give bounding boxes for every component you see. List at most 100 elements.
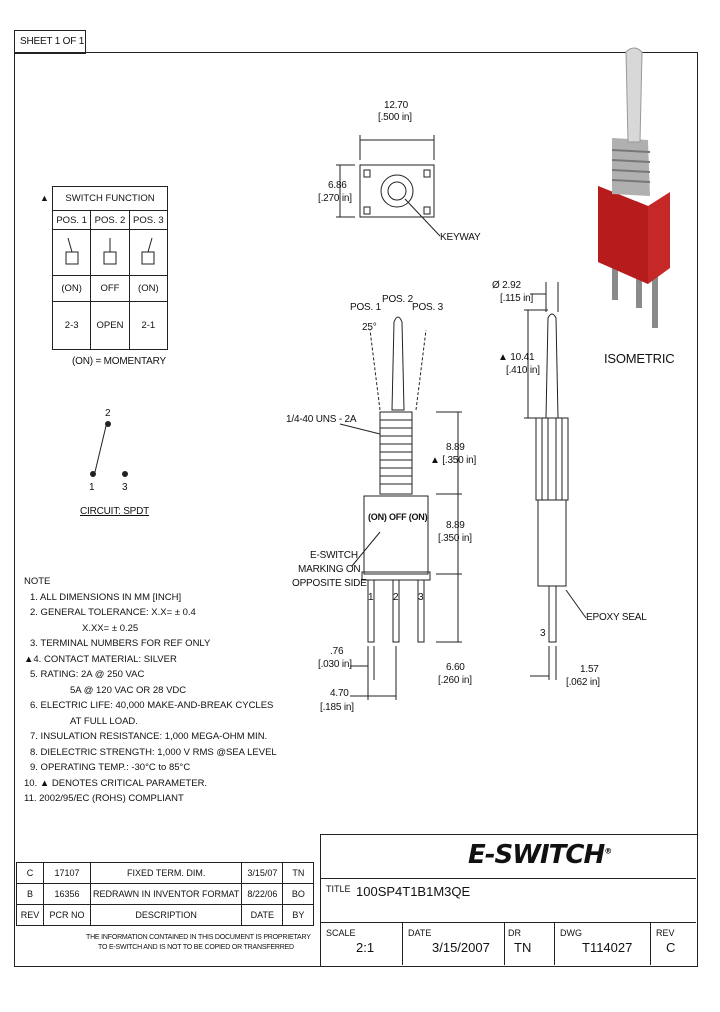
note-line: 2. GENERAL TOLERANCE: X.X= ± 0.4 — [30, 607, 196, 618]
sheet-label: SHEET 1 OF 1 — [20, 36, 85, 47]
notes-block: NOTE 1. ALL DIMENSIONS IN MM [INCH] 2. G… — [24, 574, 277, 807]
marking-line-2: MARKING ON — [298, 564, 361, 575]
critical-marker: ▲ — [40, 193, 49, 203]
revision-table: C 17107 FIXED TERM. DIM. 3/15/07 TN B 16… — [16, 862, 315, 926]
side-body — [537, 499, 567, 587]
drawn-by-label: DR — [508, 928, 521, 938]
rev-cell: B — [16, 883, 44, 905]
date-cell: 8/22/06 — [241, 883, 284, 905]
note-line: 1. ALL DIMENSIONS IN MM [INCH] — [30, 591, 182, 603]
epoxy-seal-label: EPOXY SEAL — [586, 612, 647, 623]
note-line: 5A @ 120 VAC OR 28 VDC — [70, 684, 187, 696]
by-cell: BO — [282, 883, 315, 905]
pin-len-mm: 6.60 — [446, 662, 465, 673]
revision-row: B 16356 REDRAWN IN INVENTOR FORMAT 8/22/… — [16, 883, 315, 905]
critical-marker: ▲ — [430, 455, 443, 466]
title-block — [320, 834, 698, 967]
top-height-in: [.270 in] — [318, 193, 352, 204]
pos-1-label: POS. 1 — [350, 302, 382, 313]
note-line: 10. ▲ DENOTES CRITICAL PARAMETER. — [24, 777, 208, 789]
by-cell: TN — [282, 862, 315, 884]
circuit-terminal-2: 2 — [105, 408, 111, 419]
disclaimer-line-1: THE INFORMATION CONTAINED IN THIS DOCUME… — [86, 934, 311, 941]
pcr-cell: 16356 — [43, 883, 91, 905]
logo-registered-mark: ® — [604, 846, 612, 856]
body-printed-text: (ON) OFF (ON) — [368, 512, 428, 522]
title-label: TITLE — [326, 884, 351, 894]
pin-width-mm: .76 — [330, 646, 344, 657]
note-line: 3. TERMINAL NUMBERS FOR REF ONLY — [30, 638, 211, 649]
lever-dia-in: [.115 in] — [500, 293, 534, 304]
note-line: ▲4. CONTACT MATERIAL: SILVER — [24, 653, 177, 665]
logo-text: E-SWITCH — [468, 840, 605, 870]
title-block-divider — [320, 878, 696, 879]
revision-row: C 17107 FIXED TERM. DIM. 3/15/07 TN — [16, 862, 315, 884]
momentary-footnote: (ON) = MOMENTARY — [72, 356, 166, 367]
pos-2-header: POS. 2 — [90, 209, 130, 231]
top-view-body — [359, 164, 435, 218]
bushing-thread — [379, 411, 413, 495]
note-line: 7. INSULATION RESISTANCE: 1,000 MEGA-OHM… — [30, 731, 268, 742]
title-block-divider — [504, 922, 505, 965]
description-cell: FIXED TERM. DIM. — [89, 862, 243, 884]
pos-1-toggle-icon — [51, 229, 92, 277]
side-pin-in: [.062 in] — [566, 677, 600, 688]
isometric-label: ISOMETRIC — [604, 351, 675, 366]
description-cell: REDRAWN IN INVENTOR FORMAT — [89, 883, 243, 905]
date-value: 3/15/2007 — [432, 940, 490, 955]
lever-len-mm-text: 10.41 — [510, 352, 535, 363]
circuit-terminal-3: 3 — [122, 482, 128, 493]
note-line: 9. OPERATING TEMP.: -30°C to 85°C — [30, 762, 191, 773]
note-line: 6. ELECTRIC LIFE: 40,000 MAKE-AND-BREAK … — [30, 700, 274, 711]
pos-1-header: POS. 1 — [51, 209, 92, 231]
thread-label: 1/4-40 UNS - 2A — [286, 414, 357, 425]
circuit-terminal-1: 1 — [89, 482, 95, 493]
keyway-label: KEYWAY — [440, 232, 481, 243]
note-line: 11. 2002/95/EC (ROHS) COMPLIANT — [24, 793, 184, 804]
pitch-dim-in: [.185 in] — [320, 702, 354, 713]
marking-line-3: OPPOSITE SIDE — [292, 578, 367, 589]
pin-label-3: 3 — [418, 592, 424, 603]
pos-2-function: OFF — [90, 275, 130, 303]
pin-len-in: [.260 in] — [438, 675, 472, 686]
pos-3-toggle-icon — [128, 229, 169, 277]
pcr-header: PCR NO — [43, 904, 91, 926]
pin-label-2: 2 — [393, 592, 399, 603]
side-pin-label: 3 — [540, 628, 546, 639]
body-dim-in: [.350 in] — [438, 533, 472, 544]
rev-label: REV — [656, 928, 675, 938]
scale-value: 2:1 — [356, 940, 375, 955]
switch-body — [363, 495, 429, 575]
pos-3-terminals: 2-1 — [128, 301, 169, 350]
rev-cell: C — [16, 862, 44, 884]
circuit-label: CIRCUIT: SPDT — [80, 506, 150, 517]
circuit-node-1 — [90, 471, 96, 477]
body-dim-mm: 8.89 — [446, 520, 465, 531]
top-view-bushing — [380, 174, 414, 208]
bushing-dim-in-text: [.350 in] — [442, 455, 477, 466]
scale-label: SCALE — [326, 928, 356, 938]
lever-len-in: [.410 in] — [506, 365, 540, 376]
pos-2-toggle-icon — [90, 229, 130, 277]
date-cell: 3/15/07 — [241, 862, 284, 884]
critical-marker: ▲ — [498, 352, 511, 363]
date-label: DATE — [408, 928, 432, 938]
pin-width-in: [.030 in] — [318, 659, 352, 670]
note-line: 5. RATING: 2A @ 250 VAC — [30, 669, 145, 680]
lever-dia-mm: Ø 2.92 — [492, 280, 521, 291]
marking-line-1: E-SWITCH — [310, 550, 358, 561]
title-block-divider — [650, 922, 651, 965]
description-header: DESCRIPTION — [89, 904, 243, 926]
circuit-lever — [94, 425, 107, 473]
date-header: DATE — [241, 904, 284, 926]
circuit-node-3 — [122, 471, 128, 477]
pos-3-label: POS. 3 — [412, 302, 444, 313]
company-logo: E-SWITCH® — [468, 840, 612, 870]
top-width-mm: 12.70 — [384, 100, 409, 111]
pos-2-terminals: OPEN — [90, 301, 130, 350]
side-bushing — [535, 417, 569, 501]
switch-function-table: SWITCH FUNCTION POS. 1 POS. 2 POS. 3 (ON… — [51, 186, 169, 350]
pos-3-header: POS. 3 — [128, 209, 169, 231]
side-pin-mm: 1.57 — [580, 664, 599, 675]
